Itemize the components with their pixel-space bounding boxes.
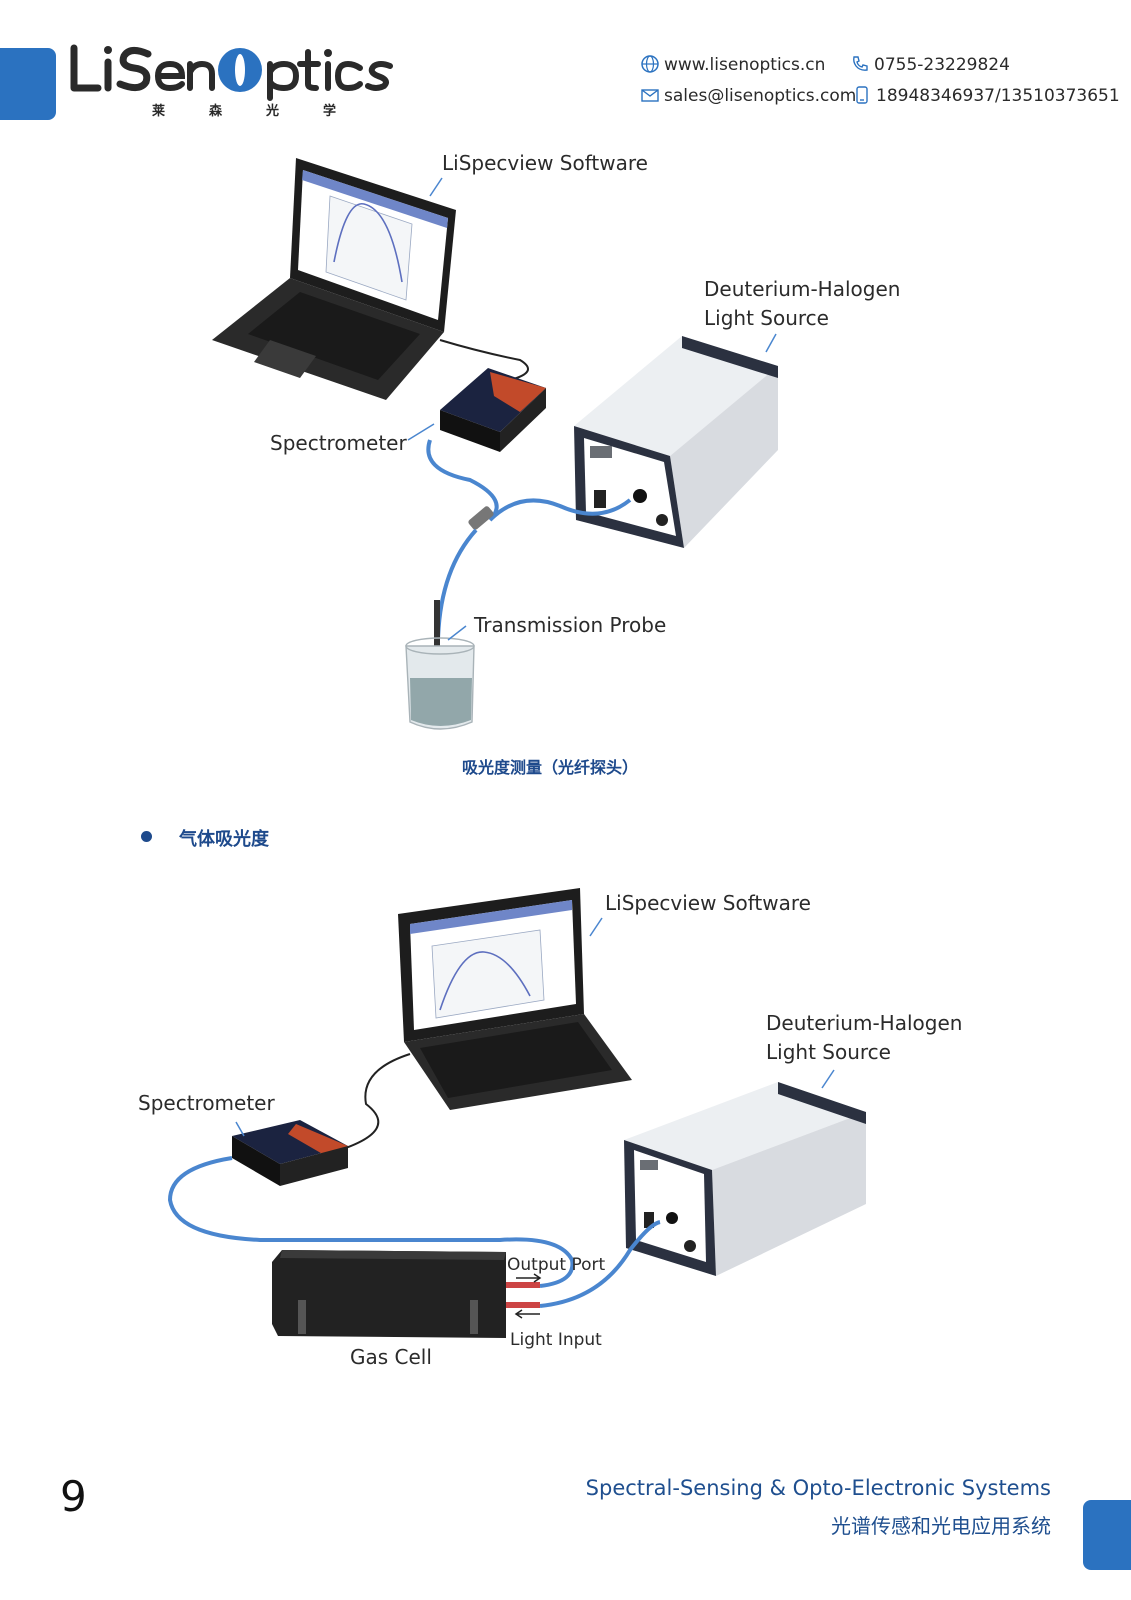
gas-cell-label: Gas Cell [350, 1345, 432, 1369]
page-number: 9 [60, 1472, 87, 1521]
brand-logo: 莱森光学 [70, 36, 410, 126]
absorbance-probe-diagram [212, 158, 778, 730]
output-port-label: Output Port [507, 1255, 606, 1275]
light-input-label: Light Input [510, 1330, 602, 1350]
email-text: sales@lisenoptics.com [664, 86, 857, 106]
mobile-link[interactable]: 18948346937/13510373651 [852, 85, 1120, 106]
beaker-illustration [405, 637, 475, 730]
mail-icon [640, 85, 660, 105]
section-title: 气体吸光度 [179, 829, 269, 850]
mobile-text: 18948346937/13510373651 [876, 86, 1120, 106]
gas-cell-illustration [272, 1250, 542, 1338]
light-source-illustration-2 [624, 1082, 866, 1276]
light-source-label-2-line2: Light Source [766, 1040, 891, 1064]
logo-chinese-text: 莱森光学 [152, 104, 381, 119]
light-source-illustration [574, 336, 778, 548]
software-label-2: LiSpecview Software [605, 891, 811, 915]
spectrometer-label-2: Spectrometer [138, 1091, 275, 1115]
website-link[interactable]: www.lisenoptics.cn [640, 54, 825, 75]
phone-link[interactable]: 0755-23229824 [850, 54, 1010, 75]
logo-mark [70, 44, 393, 101]
light-source-label-line1: Deuterium-Halogen [704, 277, 901, 301]
phone-icon [850, 54, 870, 74]
spectrometer-illustration-2 [232, 1120, 348, 1186]
spectrometer-illustration [440, 368, 546, 452]
phone-text: 0755-23229824 [874, 55, 1010, 75]
spectrometer-label: Spectrometer [270, 431, 407, 455]
header-corner-tab [0, 48, 56, 120]
laptop-illustration [212, 158, 456, 400]
diagram-caption: 吸光度测量（光纤探头） [462, 758, 639, 777]
light-source-label-line2: Light Source [704, 306, 829, 330]
email-link[interactable]: sales@lisenoptics.com [640, 85, 856, 106]
footer-title-english: Spectral-Sensing & Opto-Electronic Syste… [585, 1476, 1051, 1500]
section-bullet [141, 831, 152, 842]
probe-label: Transmission Probe [474, 613, 667, 637]
footer-title-chinese: 光谱传感和光电应用系统 [831, 1514, 1051, 1538]
website-text: www.lisenoptics.cn [664, 55, 826, 75]
gas-absorbance-diagram [167, 888, 866, 1338]
globe-icon [640, 54, 660, 74]
software-label: LiSpecview Software [442, 151, 648, 175]
mobile-phone-icon [852, 85, 872, 105]
footer-corner-tab [1083, 1500, 1131, 1570]
laptop-illustration-2 [398, 888, 632, 1110]
light-source-label-2-line1: Deuterium-Halogen [766, 1011, 963, 1035]
